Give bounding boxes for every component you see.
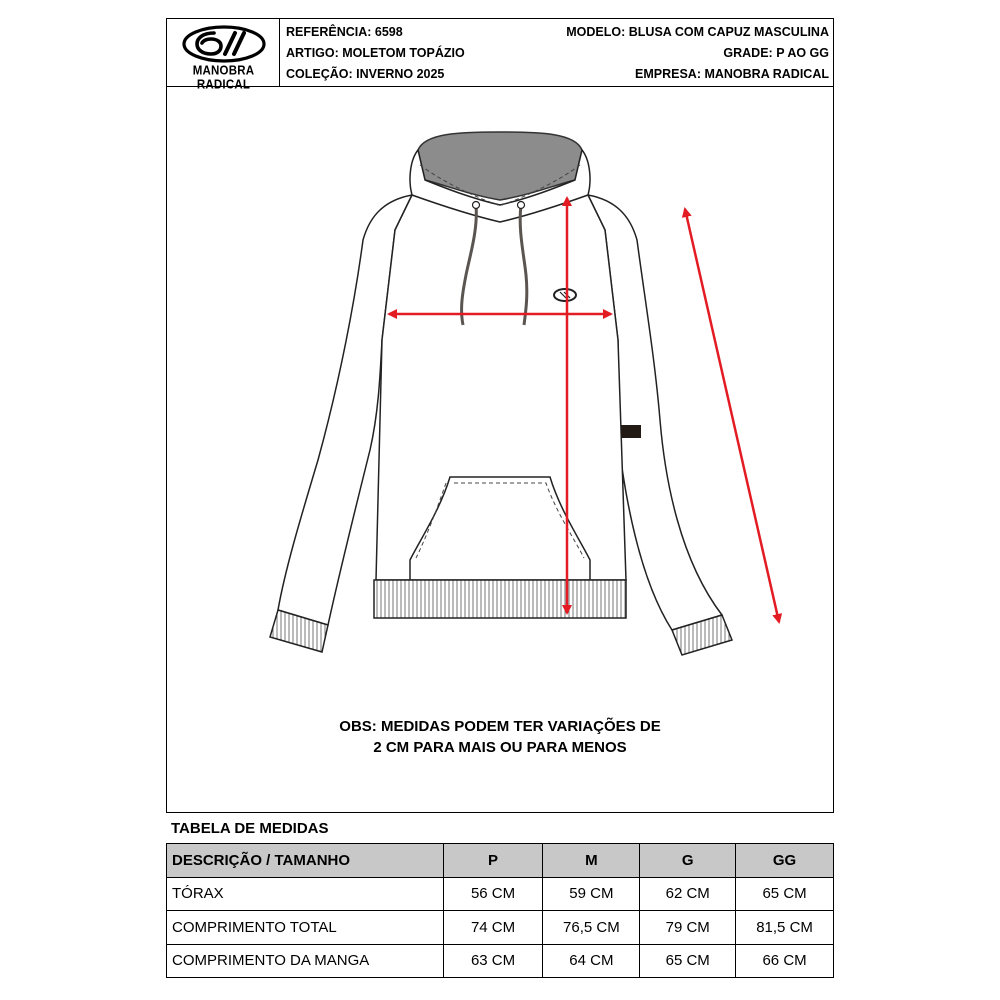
article-line: ARTIGO: MOLETOM TOPÁZIO <box>286 46 465 60</box>
hoodie-technical-drawing <box>269 131 783 656</box>
header-description: DESCRIÇÃO / TAMANHO <box>166 843 444 878</box>
article-value: MOLETOM TOPÁZIO <box>342 46 465 60</box>
sleeve-measure-arrow <box>681 207 783 624</box>
size-range-line: GRADE: P AO GG <box>723 46 829 60</box>
sleeve-label-tag <box>621 425 641 438</box>
header-size-g: G <box>639 843 737 878</box>
brand-logo-icon <box>182 25 266 63</box>
size-range-value: P AO GG <box>776 46 829 60</box>
collection-line: COLEÇÃO: INVERNO 2025 <box>286 67 445 81</box>
cell-value: 62 CM <box>639 876 737 911</box>
measurement-note: OBS: MEDIDAS PODEM TER VARIAÇÕES DE 2 CM… <box>200 716 800 758</box>
left-sleeve <box>277 193 414 626</box>
cell-value: 59 CM <box>542 876 641 911</box>
header-size-gg: GG <box>735 843 834 878</box>
row-label: COMPRIMENTO TOTAL <box>166 910 444 945</box>
row-label: TÓRAX <box>166 876 444 911</box>
model-value: BLUSA COM CAPUZ MASCULINA <box>628 25 829 39</box>
cell-value: 74 CM <box>442 910 544 945</box>
size-table-header: DESCRIÇÃO / TAMANHO P M G GG <box>166 843 834 878</box>
cell-value: 79 CM <box>639 910 737 945</box>
measurement-note-line-2: 2 CM PARA MAIS OU PARA MENOS <box>373 739 627 756</box>
cell-value: 65 CM <box>735 876 834 911</box>
row-label: COMPRIMENTO DA MANGA <box>166 943 444 978</box>
chest-logo-icon <box>553 288 577 302</box>
spec-header: MANOBRA RADICAL REFERÊNCIA: 6598 ARTIGO:… <box>167 19 833 92</box>
cell-value: 81,5 CM <box>735 910 834 945</box>
company-line: EMPRESA: MANOBRA RADICAL <box>635 67 829 81</box>
reference-line: REFERÊNCIA: 6598 <box>286 25 403 39</box>
table-row: COMPRIMENTO DA MANGA 63 CM 64 CM 65 CM 6… <box>166 943 834 978</box>
cell-value: 66 CM <box>735 943 834 978</box>
collection-value: INVERNO 2025 <box>356 67 445 81</box>
cell-value: 65 CM <box>639 943 737 978</box>
table-row: COMPRIMENTO TOTAL 74 CM 76,5 CM 79 CM 81… <box>166 910 834 945</box>
left-cuff <box>269 609 329 653</box>
header-size-p: P <box>442 843 544 878</box>
cell-value: 76,5 CM <box>542 910 641 945</box>
size-table-title: TABELA DE MEDIDAS <box>171 820 329 837</box>
brand-name: MANOBRA RADICAL <box>192 64 255 92</box>
table-row: TÓRAX 56 CM 59 CM 62 CM 65 CM <box>166 876 834 911</box>
hood-front <box>409 148 591 223</box>
waistband <box>373 579 627 619</box>
cell-value: 63 CM <box>442 943 544 978</box>
spec-sheet-frame: MANOBRA RADICAL REFERÊNCIA: 6598 ARTIGO:… <box>166 18 834 813</box>
measurement-note-line-1: OBS: MEDIDAS PODEM TER VARIAÇÕES DE <box>339 718 661 735</box>
model-line: MODELO: BLUSA COM CAPUZ MASCULINA <box>566 25 829 39</box>
cell-value: 64 CM <box>542 943 641 978</box>
size-table: DESCRIÇÃO / TAMANHO P M G GG TÓRAX 56 CM… <box>166 843 834 978</box>
cell-value: 56 CM <box>442 876 544 911</box>
brand-logo: MANOBRA RADICAL <box>167 19 280 92</box>
reference-value: 6598 <box>374 25 403 39</box>
company-value: MANOBRA RADICAL <box>704 67 829 81</box>
header-size-m: M <box>542 843 641 878</box>
